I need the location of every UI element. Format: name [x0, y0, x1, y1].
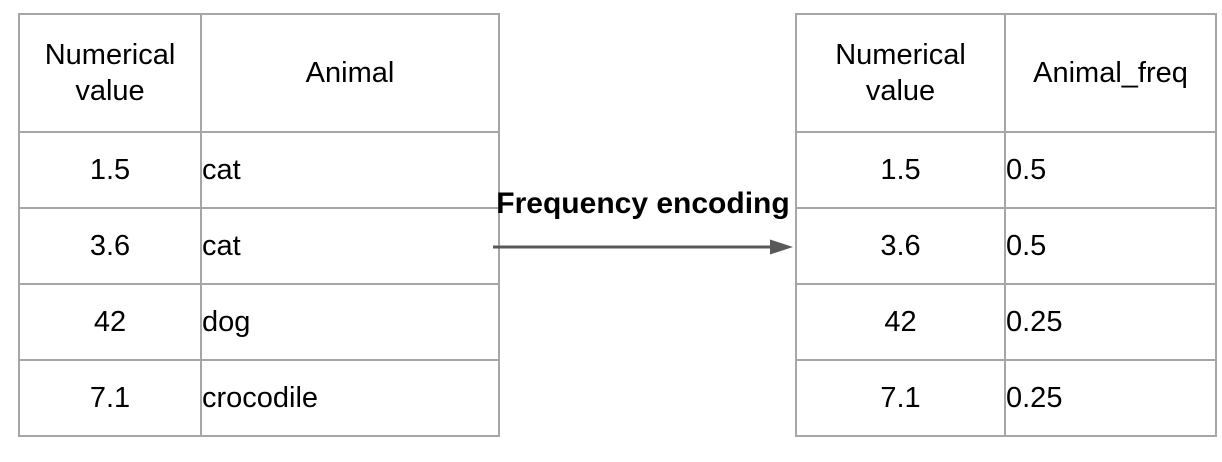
- transform-annotation: Frequency encoding: [493, 186, 793, 256]
- input-header-numerical-value: Numerical value: [18, 13, 202, 133]
- input-header-animal: Animal: [200, 13, 500, 133]
- input-table: Numerical value Animal 1.5 cat 3.6 cat 4…: [18, 13, 500, 437]
- numerical-value-cell: 1.5: [795, 131, 1006, 209]
- table-row: 3.6 cat: [18, 207, 500, 285]
- table-row: 1.5 0.5: [795, 131, 1217, 209]
- animal-cell: crocodile: [200, 359, 500, 437]
- table-row: 1.5 cat: [18, 131, 500, 209]
- animal-cell: dog: [200, 283, 500, 361]
- output-header-animal-freq: Animal_freq: [1004, 13, 1217, 133]
- table-row: 7.1 0.25: [795, 359, 1217, 437]
- numerical-value-cell: 42: [18, 283, 202, 361]
- numerical-value-cell: 7.1: [18, 359, 202, 437]
- table-row: 7.1 crocodile: [18, 359, 500, 437]
- animal-freq-cell: 0.25: [1004, 283, 1217, 361]
- numerical-value-cell: 42: [795, 283, 1006, 361]
- input-table-header-row: Numerical value Animal: [18, 13, 500, 133]
- numerical-value-cell: 7.1: [795, 359, 1006, 437]
- numerical-value-cell: 3.6: [18, 207, 202, 285]
- animal-freq-cell: 0.25: [1004, 359, 1217, 437]
- transform-label: Frequency encoding: [496, 187, 790, 220]
- animal-cell: cat: [200, 131, 500, 209]
- numerical-value-cell: 3.6: [795, 207, 1006, 285]
- right-arrow-icon: [493, 239, 793, 255]
- table-row: 42 dog: [18, 283, 500, 361]
- output-header-numerical-value: Numerical value: [795, 13, 1006, 133]
- table-row: 3.6 0.5: [795, 207, 1217, 285]
- animal-freq-cell: 0.5: [1004, 207, 1217, 285]
- numerical-value-cell: 1.5: [18, 131, 202, 209]
- animal-cell: cat: [200, 207, 500, 285]
- animal-freq-cell: 0.5: [1004, 131, 1217, 209]
- output-table-header-row: Numerical value Animal_freq: [795, 13, 1217, 133]
- table-row: 42 0.25: [795, 283, 1217, 361]
- output-table: Numerical value Animal_freq 1.5 0.5 3.6 …: [795, 13, 1217, 437]
